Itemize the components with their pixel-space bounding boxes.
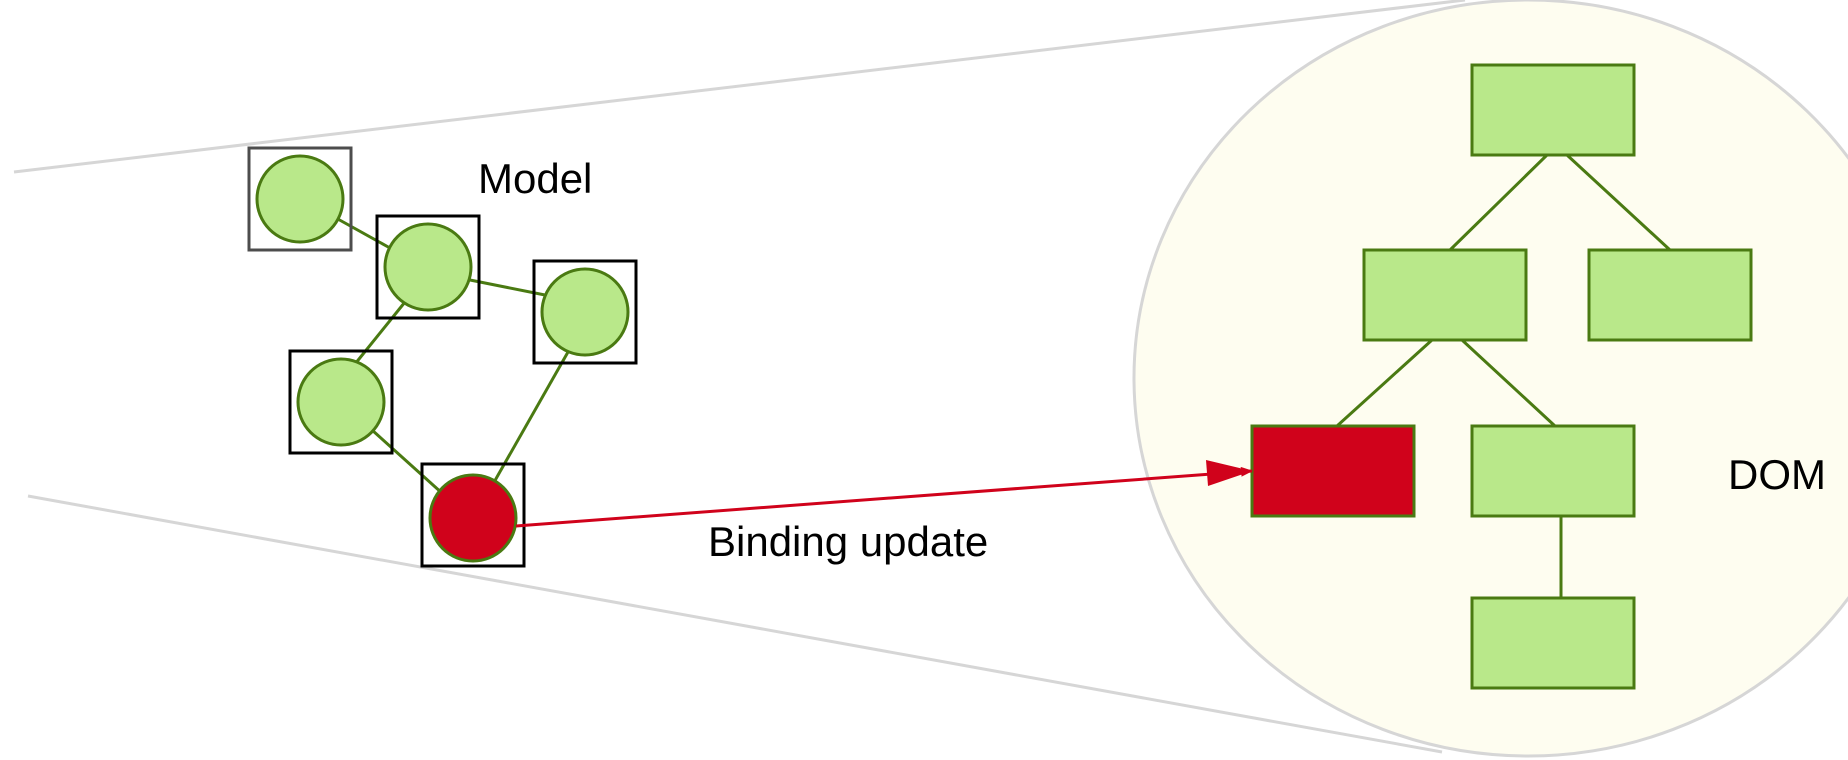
arrowhead-icon: [1206, 460, 1252, 486]
dom-zoom-ellipse: [1132, 0, 1848, 758]
model-node-box-4: [288, 349, 394, 455]
model-edge-3: [353, 301, 407, 365]
zoom-line-bottom: [27, 494, 1443, 754]
dom-node-root: [1470, 63, 1636, 157]
dom-node-left: [1362, 248, 1528, 342]
dom-edge-left-mid: [1460, 338, 1557, 428]
dom-edge-root-left: [1448, 153, 1549, 252]
model-node-box-1: [247, 146, 353, 252]
dom-node-right: [1587, 248, 1753, 342]
model-edge-5: [370, 428, 445, 496]
dom-node-middle: [1470, 424, 1636, 518]
model-node-1: [255, 154, 345, 244]
model-node-2: [383, 222, 473, 312]
dom-label: DOM: [1728, 451, 1826, 498]
dom-node-updated: [1250, 424, 1416, 518]
model-edge-4: [491, 351, 570, 485]
model-node-4: [296, 357, 386, 447]
model-edge-1: [335, 216, 391, 250]
dom-node-bottom: [1470, 596, 1636, 690]
binding-update-arrow: [515, 466, 1253, 528]
dom-edge-root-right: [1565, 153, 1672, 252]
model-graph-nodes: [247, 146, 638, 568]
dom-edge-left-red: [1335, 338, 1434, 428]
model-node-box-3: [532, 259, 638, 365]
dom-tree-edges: [1335, 153, 1672, 598]
binding-update-label: Binding update: [708, 518, 988, 565]
model-node-box-changed: [420, 462, 526, 568]
zoom-line-top: [13, 0, 1466, 174]
model-label: Model: [478, 155, 592, 202]
dom-tree-nodes: [1250, 63, 1753, 690]
model-node-box-2: [375, 214, 481, 320]
model-node-changed: [428, 473, 518, 563]
model-node-3: [540, 267, 630, 357]
